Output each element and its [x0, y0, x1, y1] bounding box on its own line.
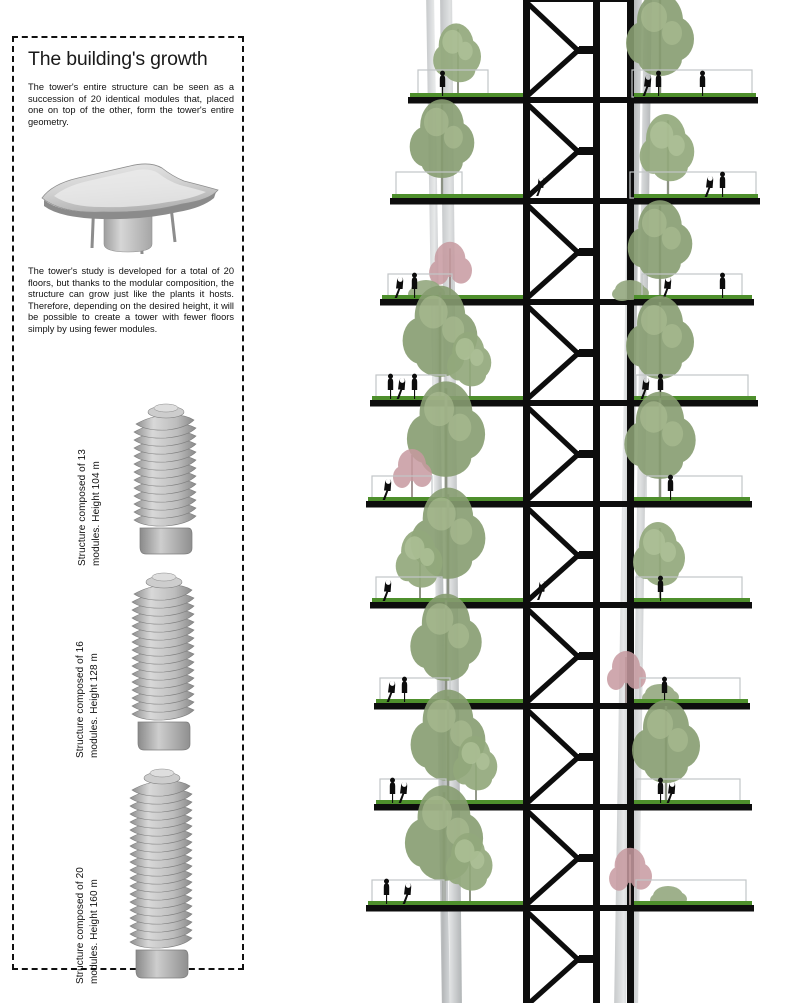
- planting-strip: [634, 800, 750, 804]
- occupant-silhouette: [667, 474, 674, 500]
- planting-strip: [634, 93, 756, 97]
- tower-16-render: [120, 566, 204, 761]
- slab: [634, 299, 754, 306]
- occupant-silhouette: [719, 171, 726, 197]
- occupant-silhouette: [401, 676, 408, 702]
- planting-strip: [368, 901, 523, 905]
- slab: [634, 97, 758, 104]
- floor-plate: [390, 98, 760, 205]
- occupant-silhouette: [699, 70, 706, 96]
- tower-variant-20-label: Structure composed of 20 modules. Height…: [75, 867, 100, 984]
- occupant-silhouette: [657, 777, 664, 803]
- slab: [390, 198, 523, 205]
- stair-flights: [530, 2, 593, 1003]
- tower-section-drawing: [330, 0, 800, 1003]
- occupant-silhouette: [704, 176, 714, 197]
- planting-strip: [634, 497, 750, 501]
- planting-strip: [410, 93, 523, 97]
- planting-strip: [634, 295, 752, 299]
- slab: [634, 804, 752, 811]
- intro-paragraph: The tower's entire structure can be seen…: [28, 82, 234, 127]
- slab: [634, 400, 758, 407]
- slab: [408, 97, 523, 104]
- occupant-silhouette: [382, 479, 392, 500]
- core-floors: [523, 0, 634, 1003]
- tower-variant-13-modules: Structure composed of 13 modules. Height…: [14, 386, 246, 576]
- circulation-core: [523, 0, 634, 1003]
- occupant-silhouette: [402, 883, 412, 904]
- occupant-silhouette: [662, 277, 672, 298]
- occupant-silhouette: [387, 373, 394, 399]
- tower-variant-16-modules: Structure composed of 16 modules. Height…: [14, 558, 246, 768]
- occupant-silhouette: [386, 681, 396, 702]
- occupant-silhouette: [666, 782, 676, 803]
- planting-strip: [634, 901, 752, 905]
- floor-plate: [408, 0, 758, 104]
- planting-strip: [634, 598, 750, 602]
- page-title: The building's growth: [28, 48, 208, 70]
- slab: [634, 602, 752, 609]
- occupant-silhouette: [389, 777, 396, 803]
- tower-variant-20-modules: Structure composed of 20 modules. Height…: [14, 756, 246, 991]
- info-panel: The building's growth The tower's entire…: [12, 36, 246, 984]
- planting-strip: [392, 194, 523, 198]
- tower-variant-16-label: Structure composed of 16 modules. Height…: [75, 641, 100, 758]
- slab: [634, 905, 754, 912]
- floor-plate: [366, 784, 754, 912]
- tower-13-render: [122, 400, 206, 565]
- occupant-silhouette: [411, 373, 418, 399]
- occupant-silhouette: [719, 272, 726, 298]
- planting-strip: [634, 194, 758, 198]
- slab: [634, 501, 752, 508]
- slab: [634, 198, 760, 205]
- occupant-silhouette: [394, 277, 404, 298]
- tower-variant-13-label: Structure composed of 13 modules. Height…: [77, 449, 102, 566]
- occupant-silhouette: [382, 580, 392, 601]
- occupant-silhouette: [657, 575, 664, 601]
- planting-strip: [634, 699, 748, 703]
- floor-plate: [374, 592, 750, 710]
- planting-strip: [634, 396, 756, 400]
- modularity-paragraph: The tower's study is developed for a tot…: [28, 266, 234, 334]
- slab: [366, 905, 523, 912]
- tower-20-render: [118, 762, 206, 989]
- occupant-silhouette: [398, 782, 408, 803]
- single-module-render: [32, 156, 228, 256]
- occupant-silhouette: [396, 378, 406, 399]
- occupant-silhouette: [383, 878, 390, 904]
- slab: [634, 703, 750, 710]
